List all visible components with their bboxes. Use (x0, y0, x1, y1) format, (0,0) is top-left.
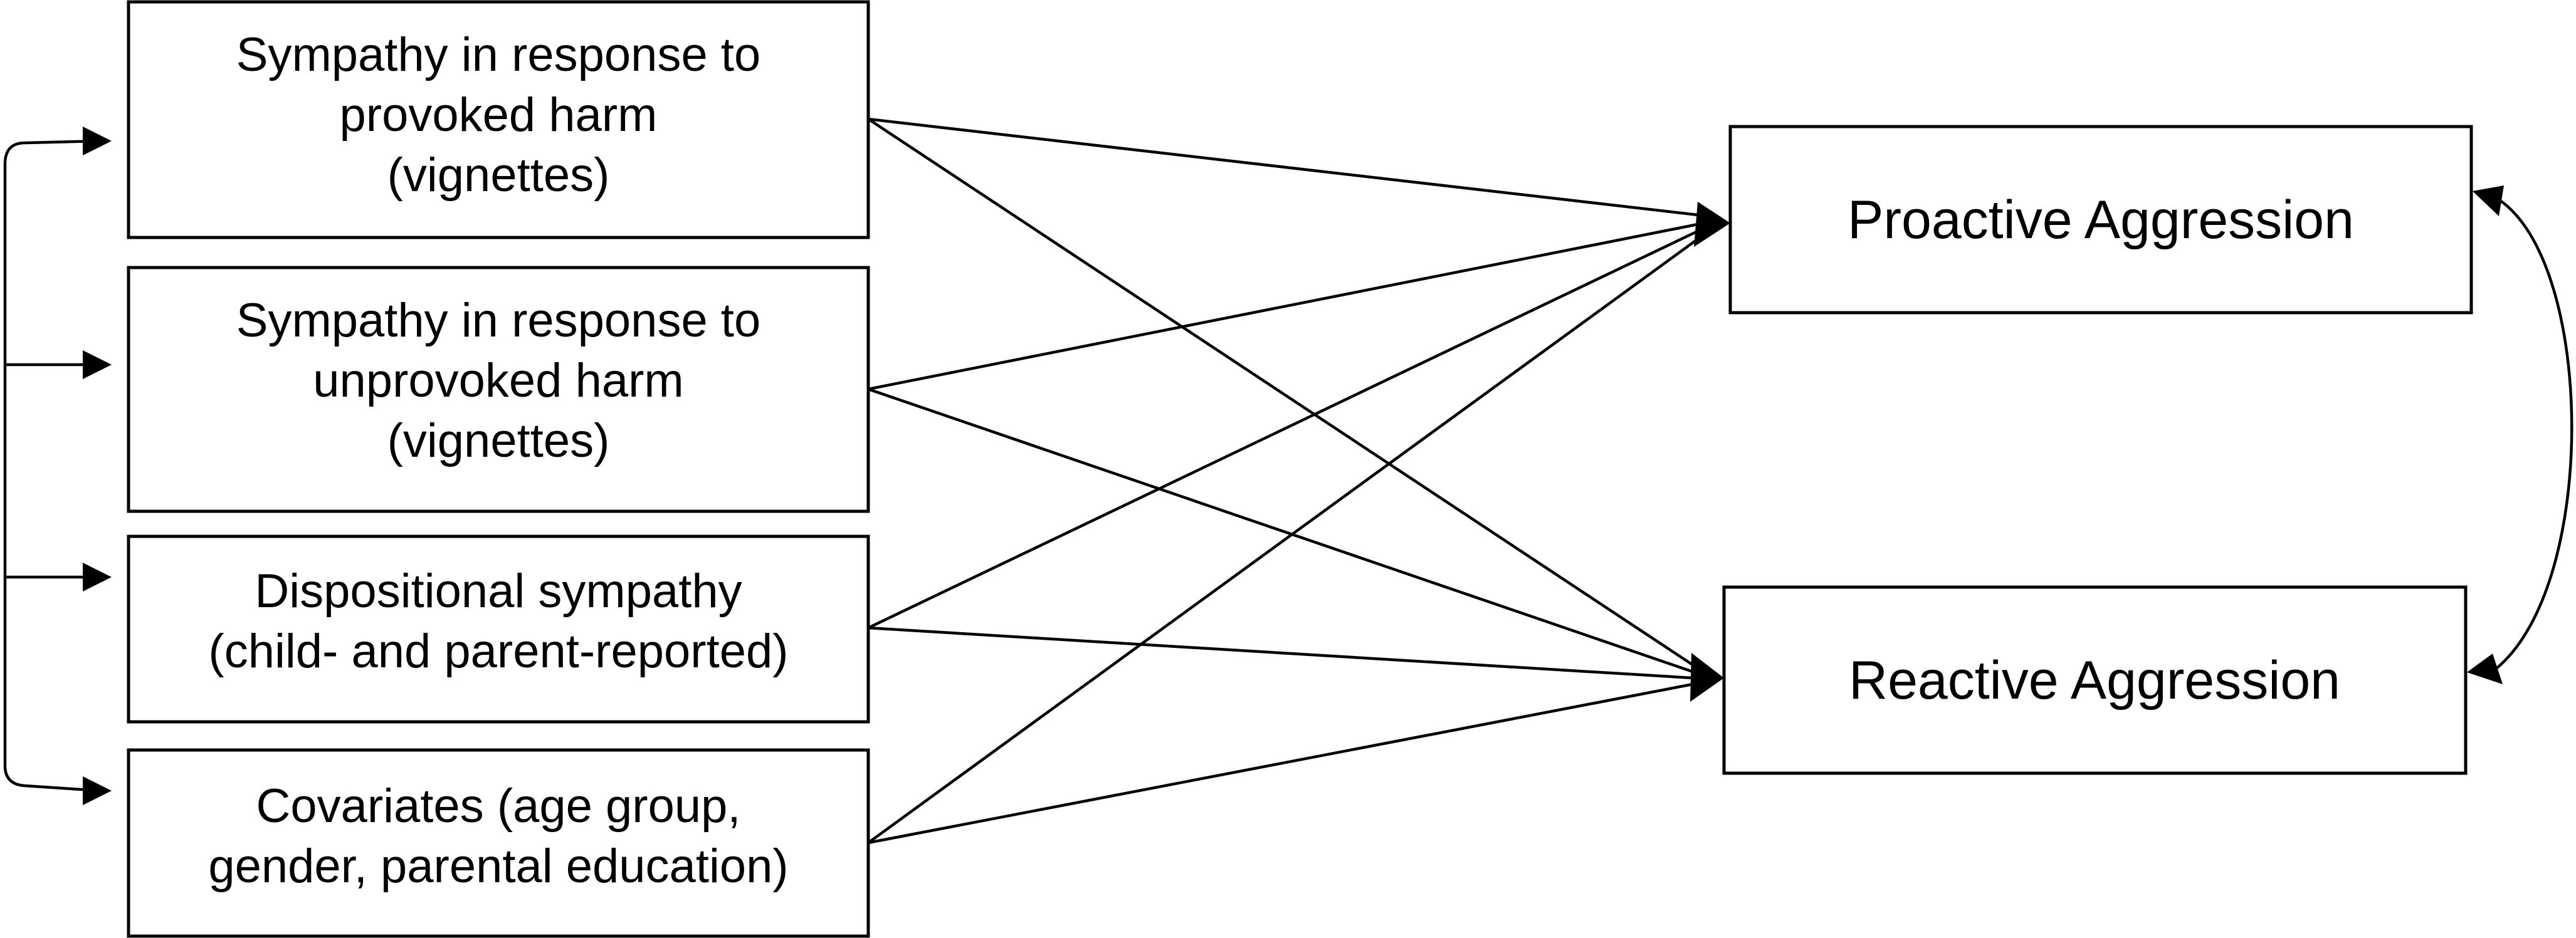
path-provoked-to-reactive (867, 118, 1696, 667)
box-proactive-label: Proactive Aggression (1848, 190, 2354, 250)
path-covariates-to-proactive (867, 236, 1702, 844)
box-unprovoked-line-3: (vignettes) (387, 414, 610, 467)
box-unprovoked-line-2: unprovoked harm (313, 354, 683, 407)
path-provoked-to-proactive (868, 117, 1698, 217)
path-arrowheads (1690, 202, 1730, 702)
outcome-correlation (2467, 185, 2573, 684)
path-unprovoked-to-reactive (868, 387, 1695, 674)
box-covariates-line-1: Covariates (age group, (256, 779, 740, 833)
path-covariates-to-reactive (868, 682, 1693, 845)
box-reactive-label: Reactive Aggression (1849, 650, 2340, 711)
box-provoked-line-2: provoked harm (340, 88, 658, 142)
arrowhead-proactive (1694, 202, 1730, 247)
box-provoked-line-1: Sympathy in response to (236, 28, 760, 81)
outcome-arrow-proactive (2473, 185, 2504, 216)
bracket-arrow-dispositional (83, 563, 112, 591)
bracket-curve (3, 139, 101, 793)
arrowhead-reactive (1690, 653, 1724, 702)
predictor-correlation-bracket (3, 127, 112, 805)
outcome-correlation-curve (2493, 198, 2573, 672)
outcome-arrow-reactive (2467, 654, 2503, 684)
path-dispositional-to-proactive (868, 229, 1700, 630)
regression-paths (867, 117, 1702, 845)
box-reactive: Reactive Aggression (1722, 585, 2468, 775)
box-dispositional-line-1: Dispositional sympathy (255, 565, 742, 618)
box-dispositional-line-2: (child- and parent-reported) (208, 625, 788, 678)
box-dispositional: Dispositional sympathy (child- and paren… (127, 534, 870, 724)
box-proactive: Proactive Aggression (1728, 125, 2473, 315)
box-covariates-line-2: gender, parental education) (208, 840, 788, 893)
bracket-arrow-provoked (83, 127, 112, 155)
path-dispositional-to-reactive (868, 626, 1693, 680)
bracket-arrow-covariates (83, 776, 112, 805)
path-unprovoked-to-proactive (868, 222, 1698, 391)
box-provoked: Sympathy in response to provoked harm (v… (127, 0, 870, 239)
bracket-arrow-unprovoked (83, 350, 112, 379)
box-covariates: Covariates (age group, gender, parental … (127, 748, 870, 938)
box-unprovoked-line-1: Sympathy in response to (236, 294, 760, 347)
box-unprovoked: Sympathy in response to unprovoked harm … (127, 266, 870, 513)
box-provoked-line-3: (vignettes) (387, 149, 610, 202)
